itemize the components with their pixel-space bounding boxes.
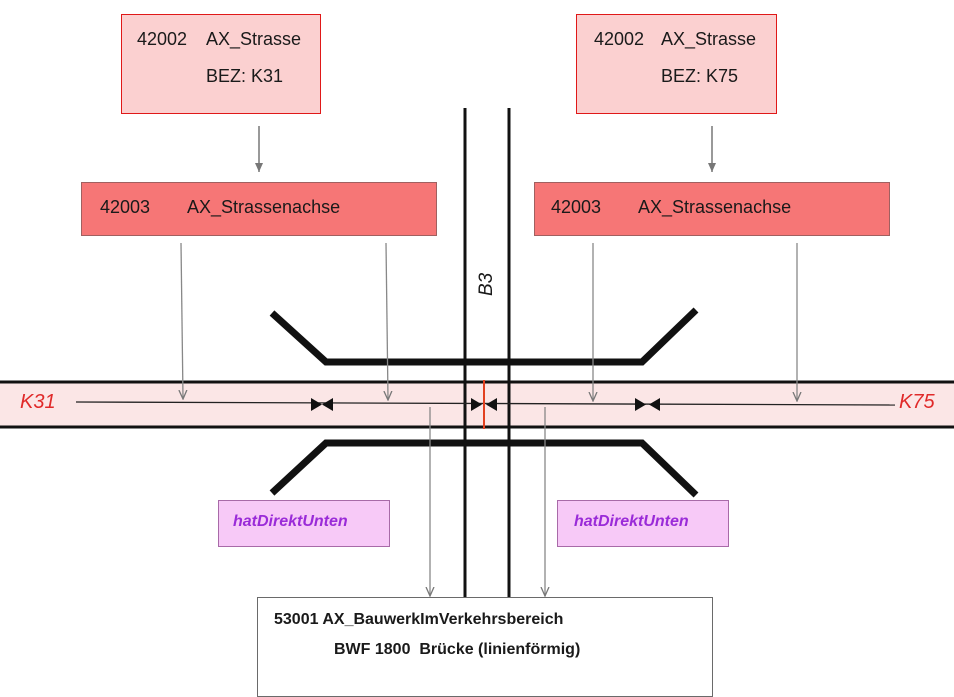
split-marker-left-b	[322, 398, 333, 411]
achse-left-class: AX_Strassenachse	[187, 197, 341, 217]
strasse-right-class: AX_Strasse	[661, 29, 757, 49]
road-label-b3: B3	[476, 272, 497, 296]
relation-box-right: hatDirektUnten	[557, 500, 729, 547]
relation-box-left: hatDirektUnten	[218, 500, 390, 547]
achse-left-code: 42003	[100, 197, 151, 217]
bauwerk-line1: 53001 AX_BauwerkImVerkehrsbereich	[274, 611, 564, 628]
strasse-left-code: 42002	[137, 29, 188, 49]
strasse-box-left: 42002 AX_Strasse BEZ: K31	[121, 14, 321, 114]
split-marker-right-b	[649, 398, 660, 411]
bauwerk-box: 53001 AX_BauwerkImVerkehrsbereich BWF 18…	[257, 597, 713, 697]
relation-left-label: hatDirektUnten	[233, 513, 348, 530]
road-label-k75: K75	[899, 391, 935, 413]
bridge-wing-bottom	[269, 439, 699, 498]
bauwerk-line2: BWF 1800 Brücke (linienförmig)	[334, 641, 581, 658]
road-label-k31: K31	[20, 391, 56, 413]
strasse-right-code: 42002	[594, 29, 645, 49]
strasse-box-right: 42002 AX_Strasse BEZ: K75	[576, 14, 777, 114]
split-marker-left	[311, 398, 322, 411]
bridge-wing-top	[269, 307, 699, 366]
arrow-achse-left-2	[386, 242, 388, 399]
achse-right-class: AX_Strassenachse	[638, 197, 792, 217]
achse-right-code: 42003	[551, 197, 602, 217]
achse-box-right: 42003 AX_Strassenachse	[534, 182, 890, 236]
achse-box-left: 42003 AX_Strassenachse	[81, 182, 437, 236]
split-marker-center	[471, 398, 482, 411]
strasse-left-class: AX_Strasse	[206, 29, 302, 49]
strasse-right-bez: BEZ: K75	[661, 66, 739, 86]
axis-line	[75, 401, 896, 406]
relation-right-label: hatDirektUnten	[574, 513, 689, 530]
split-marker-right	[635, 398, 646, 411]
strasse-left-bez: BEZ: K31	[206, 66, 284, 86]
arrow-achse-left-1	[181, 242, 183, 398]
split-marker-center-b	[486, 398, 497, 411]
